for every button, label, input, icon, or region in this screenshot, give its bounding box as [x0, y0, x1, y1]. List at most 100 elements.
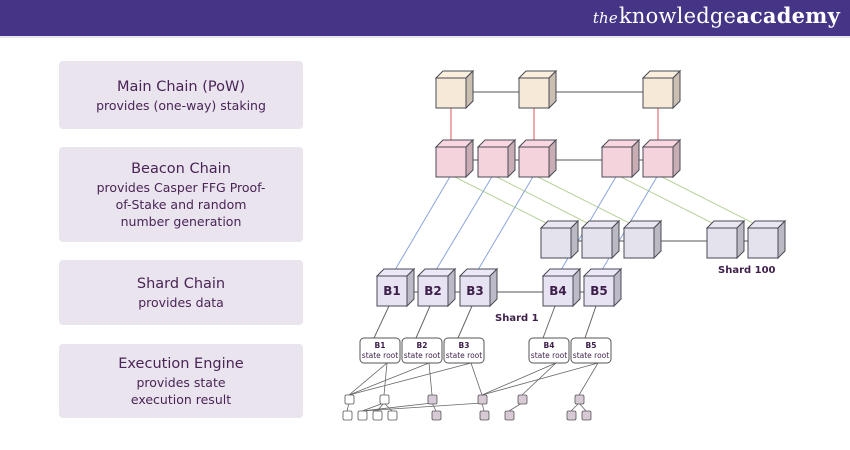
cube-front	[542, 275, 574, 307]
state-root-text: state root	[573, 351, 609, 360]
stateroot-to-node-link	[428, 362, 433, 396]
stateroot-to-node-link	[578, 362, 599, 396]
state-root-text: state root	[446, 351, 482, 360]
state-tree-node	[427, 394, 438, 405]
header-divider	[0, 36, 850, 38]
shard1-block-b1: B1	[375, 267, 416, 308]
state-root-box	[401, 337, 443, 364]
shard-to-stateroot-link	[542, 305, 556, 339]
layer-description: provides Casper FFG Proof-of-Stake and r…	[96, 180, 266, 229]
shard1-block-b4: B4	[541, 267, 582, 308]
cube-side	[548, 69, 557, 110]
beacon-to-shard100-link	[492, 174, 598, 229]
beacon-chain-block	[517, 138, 558, 179]
brand-suffix: academy	[736, 3, 840, 28]
cube-side	[672, 69, 681, 110]
layer-title: Execution Engine	[118, 356, 244, 372]
cube-front	[642, 77, 674, 109]
beacon-to-shard100-link	[533, 174, 640, 229]
state-root-block-label: B4	[544, 341, 555, 350]
shard100-block	[539, 219, 580, 260]
layer-title: Shard Chain	[136, 276, 226, 292]
cube-front	[417, 275, 449, 307]
beacon-chain-block	[641, 138, 682, 179]
cube-front	[518, 146, 550, 178]
layer-execution-engine: Execution Engine provides state executio…	[59, 344, 303, 418]
state-root-box	[443, 337, 485, 364]
cube-front	[376, 275, 408, 307]
node-to-leaf-link	[361, 402, 483, 412]
stateroot-to-node-link	[348, 362, 388, 396]
layer-description: provides data	[138, 295, 224, 310]
cube-side	[570, 219, 579, 260]
state-root-box	[359, 337, 401, 364]
node-to-leaf-link	[361, 402, 433, 412]
layer-title: Beacon Chain	[131, 161, 231, 177]
block-label: B2	[424, 284, 442, 298]
beacon-to-shard1-link	[432, 174, 494, 276]
state-tree-node	[344, 394, 355, 405]
shard1-block-b5: B5	[582, 267, 623, 308]
cube-side	[777, 219, 786, 260]
state-tree-node	[574, 394, 585, 405]
cube-front	[642, 146, 674, 178]
cube-side	[548, 138, 557, 179]
state-tree-leaf	[387, 410, 398, 421]
brand-prefix: the	[592, 9, 618, 27]
state-root-block-label: B1	[375, 341, 386, 350]
beacon-to-shard100-link	[616, 174, 723, 229]
cube-side	[572, 267, 581, 308]
state-tree-leaf	[431, 410, 442, 421]
state-tree-leaf	[342, 410, 353, 421]
beacon-chain-block	[600, 138, 641, 179]
cube-front	[459, 275, 491, 307]
cube-front	[435, 146, 467, 178]
cube-side	[507, 138, 516, 179]
state-tree-leaf	[372, 410, 383, 421]
cube-side	[611, 219, 620, 260]
state-root-text: state root	[404, 351, 440, 360]
shard100-block	[746, 219, 787, 260]
shard100-block	[580, 219, 621, 260]
cube-front	[583, 275, 615, 307]
beacon-to-shard100-link	[450, 174, 557, 229]
beacon-chain-block	[476, 138, 517, 179]
shard-to-stateroot-link	[415, 305, 431, 339]
layer-title: Main Chain (PoW)	[116, 78, 245, 95]
cube-front	[623, 227, 655, 259]
cube-front	[518, 77, 550, 109]
shard100-block	[622, 219, 663, 260]
brand-logo[interactable]: theknowledgeacademy	[593, 3, 840, 28]
cube-side	[736, 219, 745, 260]
cube-side	[672, 138, 681, 179]
state-tree-node	[477, 394, 488, 405]
cube-side	[489, 267, 498, 308]
stateroot-to-node-link	[348, 362, 430, 396]
beacon-to-shard100-link	[657, 174, 764, 229]
state-root-text: state root	[531, 351, 567, 360]
cube-side	[465, 138, 474, 179]
shard100-block	[705, 219, 746, 260]
layer-description: provides (one-way) staking	[96, 97, 266, 113]
state-tree-node	[379, 394, 390, 405]
main-chain-block	[434, 69, 475, 110]
state-tree-leaf	[581, 410, 592, 421]
cube-side	[406, 267, 415, 308]
cube-side	[653, 219, 662, 260]
stateroot-to-node-link	[481, 362, 599, 396]
cube-front	[706, 227, 738, 259]
cube-side	[613, 267, 622, 308]
shard-to-stateroot-link	[584, 305, 597, 339]
node-to-leaf-link	[361, 402, 385, 412]
brand-main: knowledge	[618, 4, 737, 28]
layer-description: provides state execution result	[130, 375, 232, 407]
state-root-block-label: B5	[586, 341, 597, 350]
main-chain-block	[641, 69, 682, 110]
state-root-text: state root	[362, 351, 398, 360]
shard1-block-b2: B2	[416, 267, 457, 308]
